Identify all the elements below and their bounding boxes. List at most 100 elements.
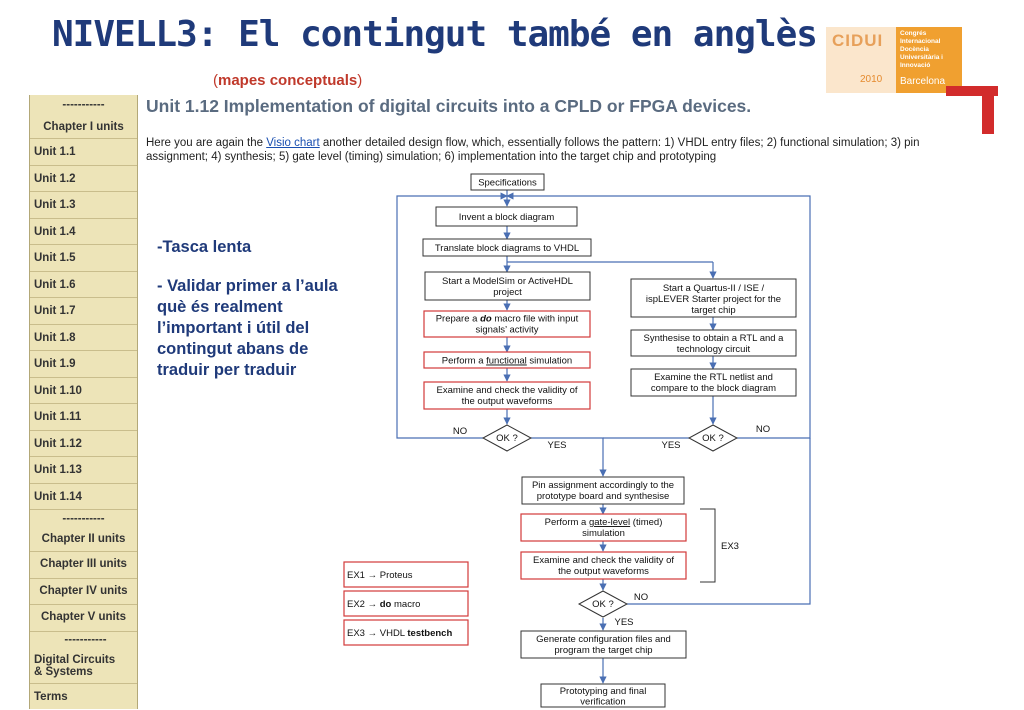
- sidebar-item-terms[interactable]: Terms: [30, 684, 137, 710]
- red-corner-mark: [946, 86, 998, 134]
- sidebar-item-unit-1-7[interactable]: Unit 1.7: [30, 298, 137, 325]
- pin-assignment-box: Pin assignment accordingly to the protot…: [521, 476, 685, 505]
- sidebar-item-label: Unit 1.14: [34, 490, 82, 503]
- no-label: NO: [756, 424, 770, 435]
- sidebar-item-unit-1-9[interactable]: Unit 1.9: [30, 351, 137, 378]
- decision-label: OK ?: [496, 433, 518, 444]
- box-border: [630, 278, 797, 318]
- sidebar-item-unit-1-14[interactable]: Unit 1.14: [30, 484, 137, 510]
- legend-border: [343, 561, 469, 588]
- translate-box: Translate block diagrams to VHDL: [422, 238, 592, 257]
- sidebar-item-unit-1-1[interactable]: Unit 1.1: [30, 139, 137, 166]
- box-label: signals’ activity: [475, 325, 538, 336]
- ex3-bracket: [700, 508, 716, 583]
- logo-line: Congrés: [900, 30, 927, 37]
- box-label: Examine and check the validity of: [437, 385, 578, 396]
- box-label: Invent a block diagram: [459, 212, 555, 223]
- legend-border: [343, 590, 469, 617]
- translation-note: -Tasca lenta - Validar primer a l’aula q…: [157, 237, 362, 381]
- sidebar-item-unit-1-2[interactable]: Unit 1.2: [30, 166, 137, 192]
- red-mark-bar-h: [946, 86, 998, 96]
- sidebar-separator: -----------: [62, 99, 105, 111]
- decision-ok-left: OK ? NO YES: [453, 424, 567, 452]
- invent-box: Invent a block diagram: [435, 206, 578, 227]
- legend-ex2: EX2 → do macro: [343, 590, 469, 617]
- loop-back-connector: [627, 438, 811, 605]
- logo-line: Universitària i: [900, 54, 943, 61]
- quartus-box: Start a Quartus-II / ISE / ispLEVER Star…: [630, 278, 797, 318]
- box-label-part: (timed): [630, 517, 662, 528]
- loop-back-connector: [506, 192, 811, 439]
- examine-waveforms-2-box: Examine and check the validity of the ou…: [520, 551, 687, 580]
- sidebar-item-unit-1-13[interactable]: Unit 1.13: [30, 457, 137, 484]
- box-label: Examine the RTL netlist and: [654, 372, 773, 383]
- sidebar-item-label: Unit 1.13: [34, 464, 82, 476]
- sidebar-item-digital-circuits[interactable]: ----------- Digital Circuits & Systems: [30, 632, 137, 684]
- sidebar-item-chapter-3[interactable]: Chapter III units: [30, 552, 137, 579]
- box-label: the output waveforms: [462, 396, 553, 407]
- legend-label-part: EX2: [347, 599, 368, 610]
- logo-tagline: Congrés Internacional Docència Universit…: [900, 30, 943, 70]
- box-border: [521, 476, 685, 505]
- arrow-right-icon: →: [368, 628, 380, 639]
- legend-label-part: Proteus: [380, 570, 413, 581]
- logo-left-panel: CIDUI 2010: [826, 27, 896, 93]
- legend-label: EX3 → VHDL testbench: [347, 628, 452, 639]
- intro-paragraph: Here you are again the Visio chart anoth…: [146, 136, 976, 164]
- slide-title: NIVELL3: El contingut també en anglès ..…: [52, 14, 901, 55]
- modelsim-box: Start a ModelSim or ActiveHDL project: [424, 271, 591, 301]
- box-label-part: Perform a: [442, 356, 486, 367]
- sidebar-item-unit-1-6[interactable]: Unit 1.6: [30, 272, 137, 298]
- sidebar-item-label: Digital Circuits & Systems: [34, 653, 116, 678]
- sidebar-item-label: Unit 1.9: [34, 358, 76, 370]
- sidebar-item-unit-1-8[interactable]: Unit 1.8: [30, 325, 137, 351]
- sidebar-item-chapter-4[interactable]: Chapter IV units: [30, 579, 137, 605]
- sidebar-item-unit-1-11[interactable]: Unit 1.11: [30, 404, 137, 431]
- logo-name: CIDUI: [832, 31, 884, 50]
- note-line-1: -Tasca lenta: [157, 238, 252, 256]
- no-label: NO: [453, 426, 467, 437]
- box-label: Pin assignment accordingly to the: [532, 480, 674, 491]
- decision-ok-right: OK ? NO YES: [661, 424, 770, 452]
- box-label: Start a ModelSim or ActiveHDL: [442, 276, 573, 287]
- sidebar-item-label: Unit 1.12: [34, 437, 82, 450]
- subtitle-text: mapes conceptuals: [218, 72, 358, 89]
- box-border: [520, 630, 687, 659]
- prototyping-box: Prototyping and final verification: [540, 683, 666, 708]
- box-border: [435, 206, 578, 227]
- sidebar-separator: -----------: [64, 633, 107, 646]
- sidebar-item-unit-1-4[interactable]: Unit 1.4: [30, 219, 137, 245]
- sidebar-item-label: Unit 1.7: [34, 305, 76, 317]
- sidebar-item-unit-1-5[interactable]: Unit 1.5: [30, 245, 137, 272]
- decision-ok-bottom: OK ? NO YES: [577, 590, 648, 628]
- sidebar-item-chapter-5[interactable]: Chapter V units: [30, 605, 137, 632]
- sidebar-item-label: Terms: [34, 690, 68, 703]
- box-label-part: Perform a: [545, 517, 589, 528]
- sidebar-item-label: Unit 1.5: [34, 252, 76, 264]
- loop-back-connector: [396, 192, 508, 439]
- gate-level-sim-box: Perform a gate-level (timed) simulation: [520, 513, 687, 542]
- sidebar-item-unit-1-10[interactable]: Unit 1.10: [30, 378, 137, 404]
- sidebar-item-unit-1-12[interactable]: Unit 1.12: [30, 431, 137, 457]
- box-label: Start a Quartus-II / ISE /: [663, 283, 765, 294]
- box-label: project: [493, 287, 522, 298]
- sidebar-header-chapter-1[interactable]: ----------- Chapter I units: [30, 95, 137, 139]
- legend-label: EX1 → Proteus: [347, 570, 413, 581]
- sidebar-item-unit-1-3[interactable]: Unit 1.3: [30, 192, 137, 219]
- box-label: Specifications: [478, 178, 537, 189]
- legend-label-part: macro: [391, 599, 420, 610]
- sidebar-item-label: Chapter I units: [43, 121, 124, 133]
- visio-chart-link[interactable]: Visio chart: [266, 137, 320, 149]
- box-label: simulation: [582, 528, 625, 539]
- sidebar-item-label: Unit 1.2: [34, 172, 76, 185]
- yes-label: YES: [661, 440, 680, 451]
- box-label-part: do: [480, 314, 492, 325]
- examine-waveforms-box: Examine and check the validity of the ou…: [423, 381, 591, 410]
- box-label: Prepare a do macro file with input: [436, 314, 579, 325]
- connector: [531, 437, 607, 477]
- sidebar-header-chapter-2[interactable]: ----------- Chapter II units: [30, 510, 137, 552]
- legend-label-part: do: [380, 599, 392, 610]
- legend-label-part: VHDL: [380, 628, 408, 639]
- box-label: Perform a gate-level (timed): [545, 517, 663, 528]
- box-label: program the target chip: [554, 645, 652, 656]
